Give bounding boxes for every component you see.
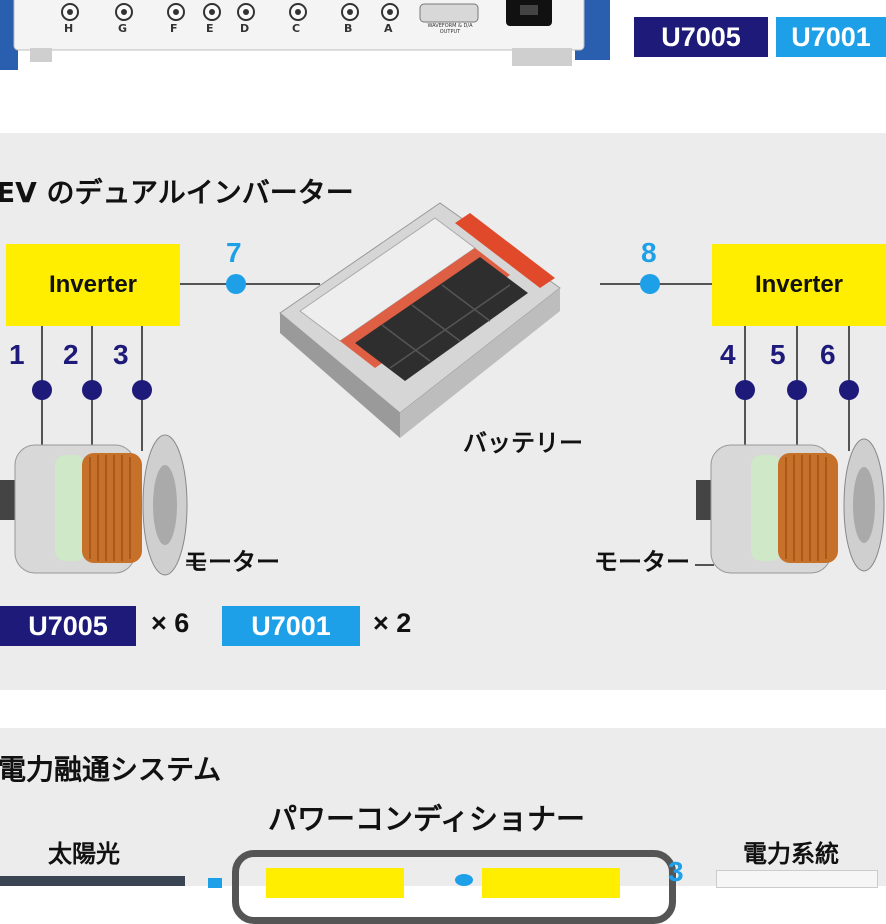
- point-label-8: 8: [641, 237, 657, 268]
- motor-right-image: [696, 438, 885, 574]
- channel-letter: F: [170, 22, 178, 35]
- point-label-3-power: 3: [668, 856, 684, 887]
- power-section-title: 電力融通システム: [0, 753, 222, 786]
- pcs-inverter-1: [266, 868, 404, 898]
- input-jack-core: [67, 9, 73, 15]
- solar-label: 太陽光: [48, 840, 120, 868]
- measurement-point-7: [226, 274, 246, 294]
- channel-letter: G: [118, 22, 128, 35]
- power-interchange-panel: 電力融通システム パワーコンディショナー 太陽光 電力系統 3: [0, 728, 886, 924]
- input-jack-core: [243, 9, 249, 15]
- measurement-point-5: [787, 380, 807, 400]
- inverter-right: Inverter: [712, 244, 886, 326]
- channel-letter: E: [206, 22, 214, 35]
- input-jack-core: [295, 9, 301, 15]
- instrument-rear-panel: H G F E D C B A WAVEFORM & D/A OUTPUT: [0, 0, 610, 70]
- point-label-3: 3: [113, 339, 129, 370]
- measurement-point-2-partial: [455, 874, 473, 886]
- grid-image: [716, 870, 878, 888]
- measurement-point-1: [32, 380, 52, 400]
- measurement-point-8: [640, 274, 660, 294]
- point-label-5: 5: [770, 339, 786, 370]
- point-label-2: 2: [63, 339, 79, 370]
- count-badge-u7005: U7005: [0, 606, 136, 646]
- input-jack-core: [347, 9, 353, 15]
- count-u7001: × 2: [373, 608, 412, 638]
- point-label-1: 1: [9, 339, 25, 370]
- solar-panel-image: [0, 876, 185, 886]
- model-badge-u7005: U7005: [634, 17, 768, 57]
- output-label: WAVEFORM & D/A: [427, 23, 473, 29]
- model-badge-u7001: U7001: [776, 17, 886, 57]
- channel-letter: D: [240, 22, 250, 35]
- motor-right-label: モーター: [594, 548, 690, 576]
- point-label-6: 6: [820, 339, 836, 370]
- inverter-left: Inverter: [6, 244, 180, 326]
- input-jack-core: [173, 9, 179, 15]
- count-u7005: × 6: [151, 608, 190, 638]
- point-label-7: 7: [226, 237, 242, 268]
- ev-dual-inverter-panel: EV のデュアルインバーター Inverter Inverter 7 8 1 2…: [0, 133, 886, 690]
- measurement-point-2: [82, 380, 102, 400]
- battery-label: バッテリー: [463, 429, 583, 457]
- input-jack-core: [121, 9, 127, 15]
- measurement-point-3: [132, 380, 152, 400]
- motor-left-label: モーター: [184, 548, 280, 576]
- grid-label: 電力系統: [743, 840, 839, 868]
- output-label-2: OUTPUT: [439, 29, 461, 35]
- point-label-4: 4: [720, 339, 736, 370]
- measurement-point-1-partial: [208, 878, 222, 888]
- ev-section-title: EV のデュアルインバーター: [0, 176, 354, 209]
- channel-letter: A: [384, 22, 393, 35]
- pcs-inverter-2: [482, 868, 620, 898]
- motor-left-image: [0, 434, 188, 576]
- pcs-label: パワーコンディショナー: [268, 802, 585, 836]
- measurement-point-4: [735, 380, 755, 400]
- input-jack-core: [387, 9, 393, 15]
- measurement-point-6: [839, 380, 859, 400]
- count-badge-u7001: U7001: [222, 606, 360, 646]
- battery-pack-image: [279, 202, 561, 438]
- input-jack-core: [209, 9, 215, 15]
- instrument-panel-graphic: [0, 0, 610, 70]
- channel-letter: H: [64, 22, 74, 35]
- channel-letter: C: [292, 22, 301, 35]
- channel-letter: B: [344, 22, 353, 35]
